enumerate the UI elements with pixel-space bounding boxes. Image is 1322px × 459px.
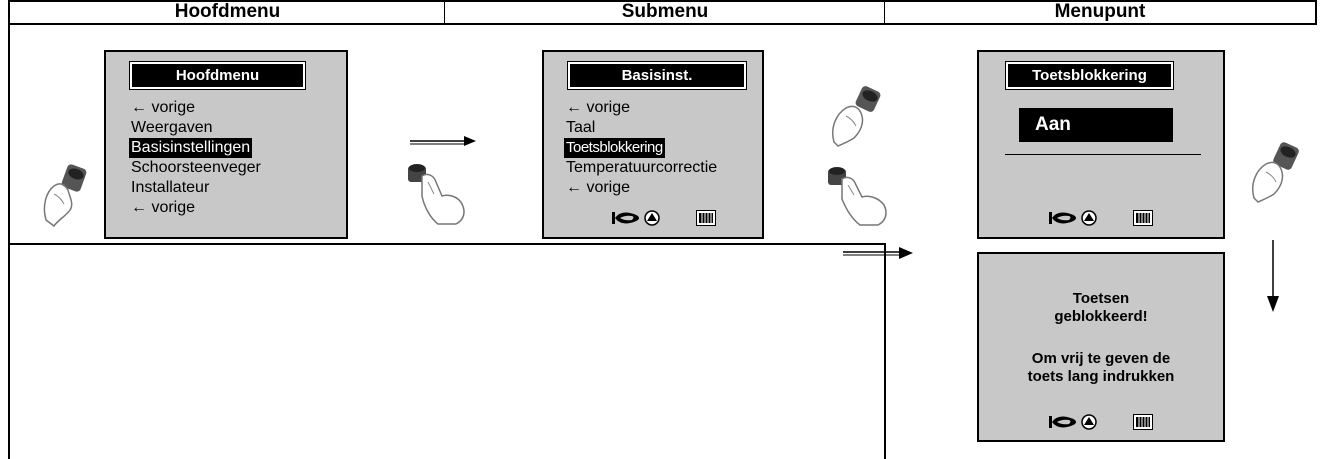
knob-turn-hand-icon bbox=[43, 164, 87, 228]
menu-item-screen: Toetsblokkering Aan bbox=[977, 50, 1225, 239]
pump-icon bbox=[1081, 414, 1097, 430]
locked-line-2: geblokkeerd! bbox=[1054, 308, 1148, 325]
menu-item-selected[interactable]: Toetsblokkering bbox=[564, 138, 665, 158]
screen-title: Hoofdmenu bbox=[129, 61, 306, 90]
menu-item[interactable]: ← vorige bbox=[131, 99, 196, 116]
frame-middle bbox=[8, 243, 886, 245]
column-header-item: Menupunt bbox=[1054, 0, 1146, 22]
pump-icon bbox=[1081, 210, 1097, 226]
knob-press-hand-icon bbox=[408, 164, 465, 225]
menu-item[interactable]: Weergaven bbox=[131, 119, 213, 136]
radiator-icon bbox=[696, 210, 716, 226]
burner-icon bbox=[1049, 416, 1076, 428]
screen-title: Basisinst. bbox=[567, 61, 747, 90]
status-icons bbox=[612, 210, 716, 226]
menu-item[interactable]: Taal bbox=[566, 119, 596, 136]
arrow-right-icon bbox=[843, 247, 913, 259]
knob-turn-hand-icon bbox=[1252, 142, 1299, 203]
menu-item[interactable]: Schoorsteenveger bbox=[131, 159, 261, 176]
knob-turn-hand-icon bbox=[832, 86, 881, 147]
main-menu-screen: Hoofdmenu ← vorige Weergaven Basisinstel… bbox=[104, 50, 348, 239]
pump-icon bbox=[644, 210, 660, 226]
divider-main-sub bbox=[444, 0, 445, 25]
frame-left bbox=[8, 0, 10, 459]
column-header-main: Hoofdmenu bbox=[174, 0, 281, 22]
sub-menu-screen: Basisinst. ← vorige Taal Toetsblokkering… bbox=[542, 50, 764, 239]
value-underline bbox=[1005, 154, 1201, 155]
locked-line-3: Om vrij te geven de bbox=[1031, 350, 1171, 367]
column-header-sub: Submenu bbox=[621, 0, 709, 22]
frame-inner-right bbox=[884, 243, 886, 459]
frame-right bbox=[1315, 0, 1317, 25]
locked-line-1: Toetsen bbox=[1072, 290, 1130, 307]
arrow-down-icon bbox=[1267, 240, 1279, 312]
menu-item[interactable]: ← vorige bbox=[566, 99, 631, 116]
frame-top bbox=[8, 0, 1316, 2]
knob-press-hand-icon bbox=[828, 167, 887, 226]
frame-header-bottom bbox=[8, 23, 1316, 25]
setting-value[interactable]: Aan bbox=[1019, 108, 1173, 142]
divider-sub-item bbox=[884, 0, 885, 25]
radiator-icon bbox=[1133, 210, 1153, 226]
radiator-icon bbox=[1133, 414, 1153, 430]
screen-title: Toetsblokkering bbox=[1005, 61, 1174, 90]
menu-item[interactable]: Installateur bbox=[131, 179, 210, 196]
menu-item-selected[interactable]: Basisinstellingen bbox=[129, 138, 253, 158]
menu-item[interactable]: Temperatuurcorrectie bbox=[566, 159, 718, 176]
status-icons bbox=[1049, 210, 1153, 226]
menu-item[interactable]: ← vorige bbox=[131, 199, 196, 216]
locked-line-4: toets lang indrukken bbox=[1027, 368, 1175, 385]
arrow-right-icon bbox=[410, 136, 476, 146]
burner-icon bbox=[612, 212, 639, 224]
status-icons bbox=[1049, 414, 1153, 430]
burner-icon bbox=[1049, 212, 1076, 224]
locked-message-screen: Toetsen geblokkeerd! Om vrij te geven de… bbox=[977, 252, 1225, 442]
menu-item[interactable]: ← vorige bbox=[566, 179, 631, 196]
